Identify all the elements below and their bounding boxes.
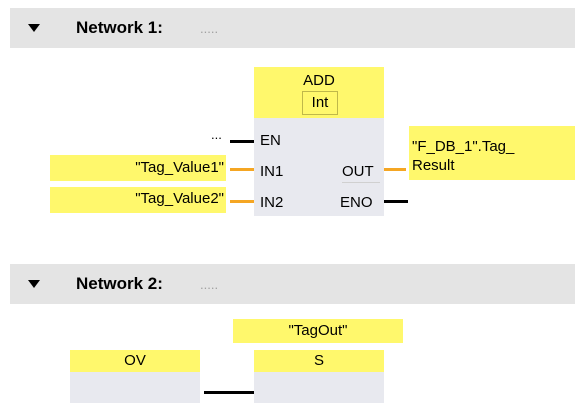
network-2-comment[interactable]: ..... (200, 277, 219, 292)
en-operand[interactable]: ... (211, 127, 222, 142)
block-name: ADD (303, 72, 335, 89)
coil-label: S (313, 352, 324, 369)
out-operand-line1[interactable]: "F_DB_1".Tag_ (412, 138, 515, 155)
in2-operand-box[interactable] (50, 187, 226, 213)
in1-operand[interactable]: "Tag_Value1" (135, 159, 224, 176)
pin-out-label: OUT (342, 163, 374, 180)
en-wire (230, 140, 254, 143)
network-2-title: Network 2: (76, 274, 163, 293)
network-1-comment[interactable]: ..... (200, 21, 219, 36)
in1-operand-box[interactable] (50, 155, 226, 181)
in2-operand[interactable]: "Tag_Value2" (135, 190, 224, 207)
in1-wire (230, 168, 254, 171)
rung-wire (204, 391, 254, 394)
set-coil-block[interactable]: S (254, 350, 384, 403)
eno-wire (384, 200, 408, 203)
collapse-triangle-icon[interactable] (28, 280, 40, 288)
coil-operand[interactable]: "TagOut" (288, 322, 348, 339)
contact-label: OV (124, 352, 146, 369)
network-1-header[interactable]: Network 1: ..... (10, 8, 575, 48)
network-2-header[interactable]: Network 2: ..... (10, 264, 575, 304)
ov-contact-block[interactable]: OV (70, 350, 200, 403)
block-datatype[interactable]: Int (311, 94, 329, 111)
in2-wire (230, 200, 254, 203)
pin-in1-label: IN1 (260, 163, 284, 180)
out-wire (384, 168, 406, 171)
pin-in2-label: IN2 (260, 194, 284, 211)
coil-operand-box[interactable] (233, 319, 403, 343)
pin-en-label: EN (260, 132, 281, 149)
pin-eno-label: ENO (340, 194, 373, 211)
add-instruction-block[interactable]: ADD Int EN IN1 IN2 OUT ENO (254, 67, 384, 216)
collapse-triangle-icon[interactable] (28, 24, 40, 32)
network-1-title: Network 1: (76, 18, 163, 37)
out-operand-line2[interactable]: Result (412, 157, 455, 174)
out-operand-box[interactable] (409, 126, 575, 180)
